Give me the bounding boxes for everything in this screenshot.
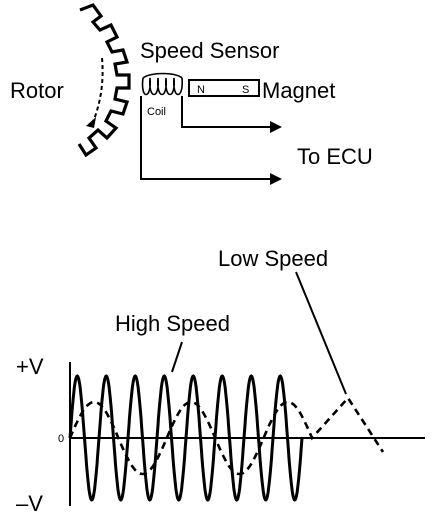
coil-label: Coil: [147, 106, 166, 118]
rotor-rotation-arrow: [92, 57, 104, 123]
high-speed-label: High Speed: [115, 311, 230, 336]
high-speed-leader-line: [171, 341, 183, 373]
zero-label: 0: [58, 433, 64, 445]
low-speed-leader-line: [295, 271, 347, 395]
rotor-rotation-arrowhead: [86, 117, 96, 128]
magnet-n-pole: N: [197, 84, 205, 96]
rotor-teeth: [77, 3, 131, 158]
coil-top-wire: [142, 72, 183, 79]
magnet-body: [188, 79, 260, 97]
ecu-wire-lower-arrowhead: [270, 173, 282, 185]
ecu-wire-upper-arrowhead: [270, 121, 282, 133]
speed-sensor-label: Speed Sensor: [140, 38, 279, 63]
magnet-label: Magnet: [262, 78, 335, 103]
coil: Coil: [141, 72, 183, 118]
minus-v-label: –V: [16, 491, 43, 516]
ecu-wire-lower: [140, 96, 272, 180]
rotor-label: Rotor: [10, 78, 64, 103]
coil-windings: [141, 77, 183, 96]
to-ecu-label: To ECU: [297, 144, 373, 169]
ecu-wires: [140, 96, 282, 185]
plus-v-label: +V: [16, 354, 44, 379]
magnet-s-pole: S: [242, 84, 249, 96]
high-speed-waveform: [68, 374, 304, 502]
magnet: N S: [188, 79, 260, 97]
ecu-wire-upper: [181, 96, 272, 128]
rotor: [77, 3, 131, 158]
low-speed-label: Low Speed: [218, 246, 328, 271]
